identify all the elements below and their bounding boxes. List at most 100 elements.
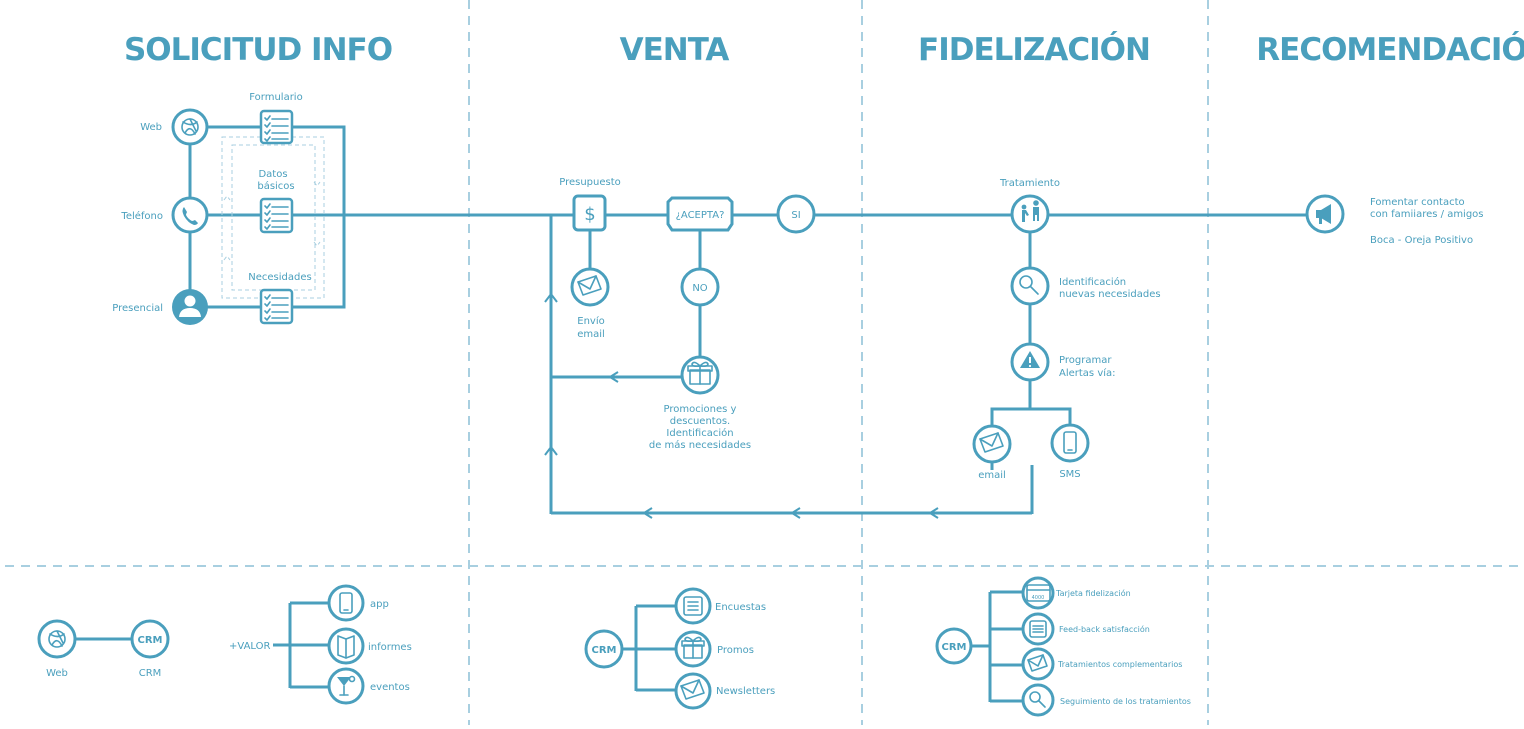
label-bottom-web: Web [46, 668, 68, 679]
envelope-icon [577, 275, 602, 296]
heading-solicitud: SOLICITUD INFO [124, 32, 392, 68]
gift-node [680, 355, 720, 395]
eventos-node [327, 667, 365, 705]
heading-fidelizacion: FIDELIZACIÓN [918, 31, 1150, 68]
megaphone-icon [1316, 204, 1331, 224]
book-icon [337, 635, 355, 659]
app-node [327, 584, 365, 622]
arrow-heads [544, 292, 939, 519]
label-presupuesto: Presupuesto [559, 177, 621, 188]
label-ident-1: Identificación [1059, 276, 1126, 288]
label-seguimiento: Seguimiento de los tratamientos [1060, 697, 1191, 706]
crm-icon: CRM [138, 635, 163, 646]
label-informes: informes [368, 642, 412, 653]
survey-icon [1029, 620, 1047, 638]
dollar-icon: $ [584, 204, 595, 225]
bottom-crm-node: CRM [130, 619, 170, 659]
envio-node [570, 267, 610, 307]
newsletters-node [674, 672, 712, 710]
envelope-icon [979, 432, 1004, 453]
label-presencial: Presencial [112, 303, 163, 314]
label-eventos: eventos [370, 682, 410, 693]
label-prog-1: Programar [1059, 355, 1112, 366]
label-email: email [978, 470, 1006, 481]
phone-icon [182, 207, 198, 225]
email-node [972, 424, 1012, 464]
main-connectors [188, 125, 1324, 515]
fidel-crm-node: CRM [935, 627, 973, 665]
crm-icon: CRM [942, 642, 967, 653]
presencial-node [172, 289, 208, 325]
label-prog-2: Alertas vía: [1059, 367, 1116, 379]
gift-icon [687, 361, 713, 385]
si-node [776, 194, 816, 234]
tratamientos-node [1021, 647, 1055, 681]
tratamiento-node [1010, 194, 1050, 234]
treatment-icon [1021, 200, 1039, 222]
smartphone-icon [1063, 431, 1077, 454]
card-icon: 4000 [1026, 584, 1051, 602]
label-rec-1: Fomentar contacto [1370, 197, 1465, 208]
venta-crm-node: CRM [584, 629, 624, 669]
cocktail-icon [337, 675, 356, 696]
encuestas-node [674, 587, 712, 625]
warning-icon [1020, 351, 1040, 368]
label-app: app [370, 599, 389, 610]
form-icon-bottom [259, 288, 294, 325]
no-node [680, 267, 720, 307]
label-rec-3: Boca - Oreja Positivo [1370, 235, 1473, 246]
label-tratamientos: Tratamientos complementarios [1057, 660, 1182, 669]
envelope-icon [680, 679, 705, 700]
promos-node [674, 630, 712, 668]
bottom-web-node [37, 619, 77, 659]
label-formulario: Formulario [249, 92, 302, 103]
magnifier-icon [1029, 691, 1046, 708]
label-promo-3: Identificación [666, 427, 733, 439]
survey-icon [683, 596, 703, 616]
label-datos-1: Datos [258, 169, 287, 180]
telefono-node [171, 196, 209, 234]
label-web: Web [140, 122, 162, 133]
smartphone-icon [339, 592, 353, 614]
sms-node [1050, 423, 1090, 463]
label-envio-1: Envío [577, 315, 604, 327]
label-rec-2: con famiiares / amigos [1370, 209, 1484, 220]
label-tarjeta: Tarjeta fidelización [1055, 588, 1131, 598]
crm-icon: CRM [592, 645, 617, 656]
label-telefono: Teléfono [120, 210, 163, 222]
ident-node [1010, 266, 1050, 306]
web-node [171, 108, 209, 146]
envelope-icon [1027, 654, 1048, 672]
programar-node [1010, 342, 1050, 382]
heading-recomendacion: RECOMENDACIÓN [1256, 31, 1524, 68]
label-sms: SMS [1059, 469, 1080, 480]
label-bottom-crm: CRM [139, 668, 162, 679]
heading-venta: VENTA [620, 32, 730, 68]
label-ident-2: nuevas necesidades [1059, 289, 1161, 300]
label-encuestas: Encuestas [715, 602, 766, 613]
label-datos-2: básicos [257, 180, 294, 192]
gift-icon [681, 636, 705, 659]
separators [5, 0, 1524, 725]
label-tratamiento: Tratamiento [999, 178, 1060, 189]
tarjeta-node: 4000 [1021, 576, 1055, 610]
person-icon [184, 295, 196, 307]
label-necesidades: Necesidades [248, 272, 311, 283]
label-promos: Promos [717, 645, 754, 656]
megaphone-node [1305, 194, 1345, 234]
label-no: NO [692, 283, 707, 294]
card-number: 4000 [1032, 595, 1045, 601]
form-icon-middle [259, 197, 294, 234]
label-promo-1: Promociones y [664, 404, 737, 415]
label-valor: +VALOR [229, 641, 271, 652]
seguimiento-node [1021, 683, 1055, 717]
presupuesto-node: $ [572, 194, 607, 232]
label-feedback: Feed-back satisfacción [1059, 624, 1150, 634]
label-envio-2: email [577, 329, 605, 340]
label-promo-4: de más necesidades [649, 439, 751, 451]
informes-node [327, 627, 365, 665]
magnifier-icon [1019, 275, 1039, 295]
form-icon-top [259, 109, 294, 145]
